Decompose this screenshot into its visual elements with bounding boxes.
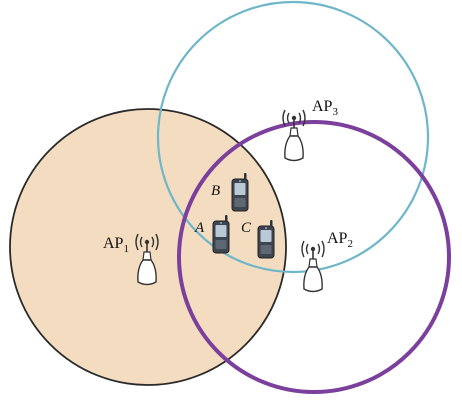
ap3-coverage-area xyxy=(156,0,430,274)
ap2-label: AP2 xyxy=(327,230,353,250)
device-c-label: C xyxy=(241,220,252,236)
device-a-phone-icon xyxy=(212,214,230,254)
ap3-label: AP3 xyxy=(312,98,338,118)
device-b-label: B xyxy=(211,183,220,199)
ap2-coverage-area xyxy=(177,120,451,394)
device-a-label: A xyxy=(194,220,205,236)
device-c-phone-icon xyxy=(257,219,275,259)
ap2-router-icon xyxy=(301,240,325,293)
ap1-label: AP1 xyxy=(103,235,129,255)
ap1-coverage-area xyxy=(9,108,287,386)
ap3-router-icon xyxy=(282,109,306,162)
device-b-phone-icon xyxy=(231,172,249,212)
